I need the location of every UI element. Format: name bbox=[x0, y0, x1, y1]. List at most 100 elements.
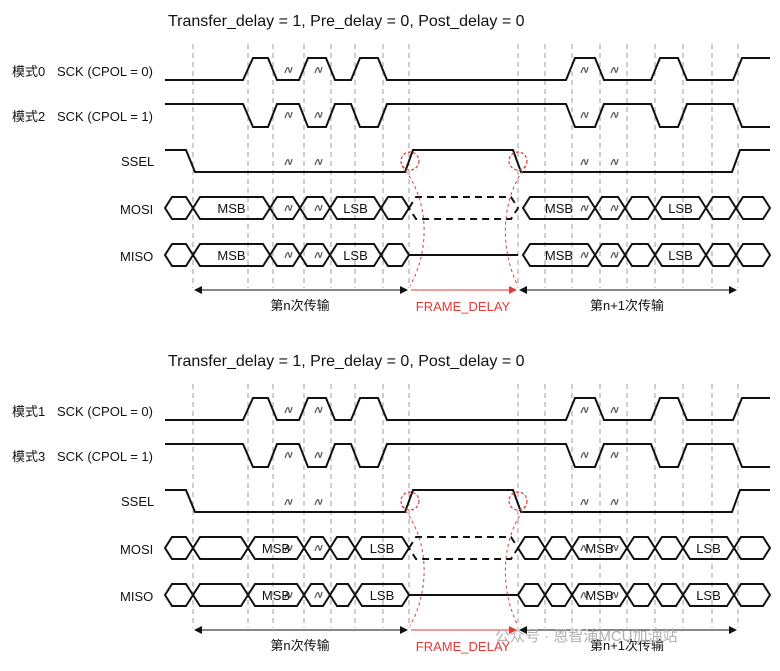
break-mark bbox=[610, 66, 619, 74]
mosi-bit-cell bbox=[521, 196, 597, 220]
mosi-bit-label: MSB bbox=[585, 541, 613, 556]
mode-label: 模式1 bbox=[12, 404, 45, 419]
miso-cell bbox=[268, 243, 302, 267]
ssel-fall-highlight bbox=[508, 491, 528, 511]
miso-cell bbox=[328, 583, 357, 607]
miso-bit-label: LSB bbox=[668, 248, 693, 263]
break-mark bbox=[284, 498, 293, 506]
mosi-bit-label: LSB bbox=[696, 541, 721, 556]
break-mark bbox=[580, 66, 589, 74]
miso-cell bbox=[302, 583, 332, 607]
frame-delay-label: FRAME_DELAY bbox=[416, 299, 511, 314]
miso-bit-label: LSB bbox=[343, 248, 368, 263]
sck-label: SCK (CPOL = 1) bbox=[57, 449, 153, 464]
break-mark bbox=[314, 451, 323, 459]
break-mark bbox=[580, 451, 589, 459]
miso-bit-label: MSB bbox=[585, 588, 613, 603]
mode-label: 模式0 bbox=[12, 64, 45, 79]
diagram-title: Transfer_delay = 1, Pre_delay = 0, Post_… bbox=[168, 13, 525, 30]
break-mark bbox=[580, 158, 589, 166]
mosi-bit-cell bbox=[328, 196, 383, 220]
mosi-label: MOSI bbox=[120, 202, 153, 217]
miso-bit-label: LSB bbox=[696, 588, 721, 603]
mosi-bit-cell bbox=[570, 536, 629, 560]
frame-guide-left bbox=[401, 505, 425, 627]
break-mark bbox=[610, 544, 619, 552]
mosi-bit-label: MSB bbox=[545, 201, 573, 216]
miso-cell bbox=[516, 583, 547, 607]
break-mark bbox=[610, 498, 619, 506]
break-mark bbox=[610, 204, 619, 212]
break-mark bbox=[314, 251, 323, 259]
frame-guide-left bbox=[401, 165, 425, 287]
mosi-bit-label: MSB bbox=[262, 541, 290, 556]
break-mark bbox=[284, 406, 293, 414]
break-mark bbox=[314, 204, 323, 212]
ssel-wave bbox=[165, 149, 770, 173]
ssel-rise-highlight bbox=[400, 151, 420, 171]
mosi-idle-dashed bbox=[407, 536, 520, 560]
break-mark bbox=[284, 591, 293, 599]
ssel-label: SSEL bbox=[121, 494, 154, 509]
miso-label: MISO bbox=[120, 249, 153, 264]
break-mark bbox=[284, 158, 293, 166]
break-mark bbox=[580, 204, 589, 212]
mosi-bit-label: MSB bbox=[217, 201, 245, 216]
mosi-bit-cell bbox=[681, 536, 736, 560]
mosi-cell bbox=[623, 196, 657, 220]
mosi-cell bbox=[268, 196, 302, 220]
miso-bit-label: LSB bbox=[370, 588, 395, 603]
diagram-title: Transfer_delay = 1, Pre_delay = 0, Post_… bbox=[168, 353, 525, 370]
sck-cpol0-wave bbox=[165, 397, 770, 421]
break-mark bbox=[610, 451, 619, 459]
miso-bit-label: MSB bbox=[262, 588, 290, 603]
mosi-bit-cell bbox=[246, 536, 306, 560]
break-mark bbox=[284, 111, 293, 119]
break-mark bbox=[314, 498, 323, 506]
break-mark bbox=[610, 591, 619, 599]
miso-cell bbox=[704, 243, 738, 267]
miso-cell bbox=[163, 583, 195, 607]
miso-cell bbox=[191, 583, 250, 607]
miso-bit-label: MSB bbox=[217, 248, 245, 263]
miso-cell bbox=[625, 583, 657, 607]
break-mark bbox=[314, 66, 323, 74]
watermark-text: 公众号 · 恩智浦MCU加油站 bbox=[495, 627, 678, 645]
mosi-bit-label: LSB bbox=[668, 201, 693, 216]
miso-bit-cell bbox=[521, 243, 597, 267]
mosi-cell bbox=[379, 196, 411, 220]
mosi-cell bbox=[543, 536, 574, 560]
top-panel: Transfer_delay = 1, Pre_delay = 0, Post_… bbox=[12, 13, 772, 314]
nth-transfer-label: 第n次传输 bbox=[270, 298, 329, 313]
miso-bit-cell bbox=[328, 243, 383, 267]
mode-label: 模式2 bbox=[12, 109, 45, 124]
miso-cell bbox=[734, 243, 772, 267]
mosi-label: MOSI bbox=[120, 542, 153, 557]
break-mark bbox=[580, 498, 589, 506]
mosi-idle-dashed bbox=[407, 196, 520, 220]
break-mark bbox=[314, 544, 323, 552]
miso-cell bbox=[653, 583, 685, 607]
miso-bit-cell bbox=[246, 583, 306, 607]
mosi-bit-label: LSB bbox=[370, 541, 395, 556]
mosi-cell bbox=[704, 196, 738, 220]
break-mark bbox=[580, 544, 589, 552]
mosi-cell bbox=[328, 536, 357, 560]
mosi-bit-cell bbox=[653, 196, 708, 220]
sck-label: SCK (CPOL = 0) bbox=[57, 64, 153, 79]
sck-label: SCK (CPOL = 0) bbox=[57, 404, 153, 419]
break-mark bbox=[284, 451, 293, 459]
break-mark bbox=[610, 111, 619, 119]
mosi-bit-label: LSB bbox=[343, 201, 368, 216]
break-mark bbox=[580, 251, 589, 259]
break-mark bbox=[284, 544, 293, 552]
miso-bit-cell bbox=[191, 243, 272, 267]
miso-cell bbox=[623, 243, 657, 267]
miso-bit-cell bbox=[681, 583, 736, 607]
ssel-rise-highlight bbox=[400, 491, 420, 511]
miso-label: MISO bbox=[120, 589, 153, 604]
ssel-label: SSEL bbox=[121, 154, 154, 169]
break-mark bbox=[284, 251, 293, 259]
frame-guide-right bbox=[504, 165, 527, 287]
